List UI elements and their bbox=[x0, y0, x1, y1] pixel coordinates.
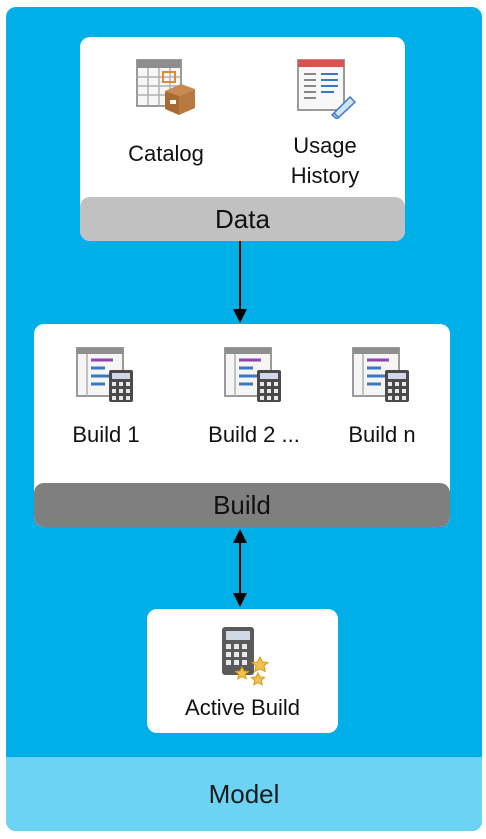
model-footer: Model bbox=[6, 757, 482, 831]
usage-history-label-line2: History bbox=[290, 163, 360, 188]
build-n-label: Build n bbox=[348, 422, 416, 447]
catalog-label: Catalog bbox=[128, 141, 204, 166]
data-panel: Catalog Usage History bbox=[80, 37, 405, 241]
build-panel: Build 1 Build 2 ... bbox=[34, 324, 450, 527]
build-calculator-icon bbox=[224, 347, 281, 402]
catalog-item: Catalog bbox=[116, 57, 216, 169]
build-item-1: Build 1 bbox=[54, 344, 158, 450]
build-1-label: Build 1 bbox=[72, 422, 140, 447]
build-calculator-icon bbox=[352, 347, 409, 402]
build-item-n: Build n bbox=[334, 344, 430, 450]
usage-history-label-line1: Usage bbox=[293, 133, 357, 158]
usage-history-item: Usage History bbox=[270, 57, 380, 191]
active-build-item: Active Build bbox=[147, 623, 338, 723]
active-build-panel: Active Build bbox=[147, 609, 338, 733]
active-build-label: Active Build bbox=[185, 695, 300, 720]
build-active-build-arrow bbox=[233, 529, 247, 607]
build-calculator-icon bbox=[76, 347, 133, 402]
build-item-2: Build 2 ... bbox=[192, 344, 316, 450]
usage-history-icon bbox=[297, 59, 356, 119]
catalog-icon bbox=[136, 59, 195, 115]
usage-history-label: Usage History bbox=[291, 131, 359, 191]
active-build-icon bbox=[221, 627, 269, 686]
data-bar: Data bbox=[80, 197, 405, 241]
model-container: Catalog Usage History bbox=[6, 7, 482, 831]
build-2-label: Build 2 ... bbox=[208, 422, 300, 447]
data-to-build-arrow bbox=[233, 241, 247, 323]
build-bar: Build bbox=[34, 483, 450, 527]
